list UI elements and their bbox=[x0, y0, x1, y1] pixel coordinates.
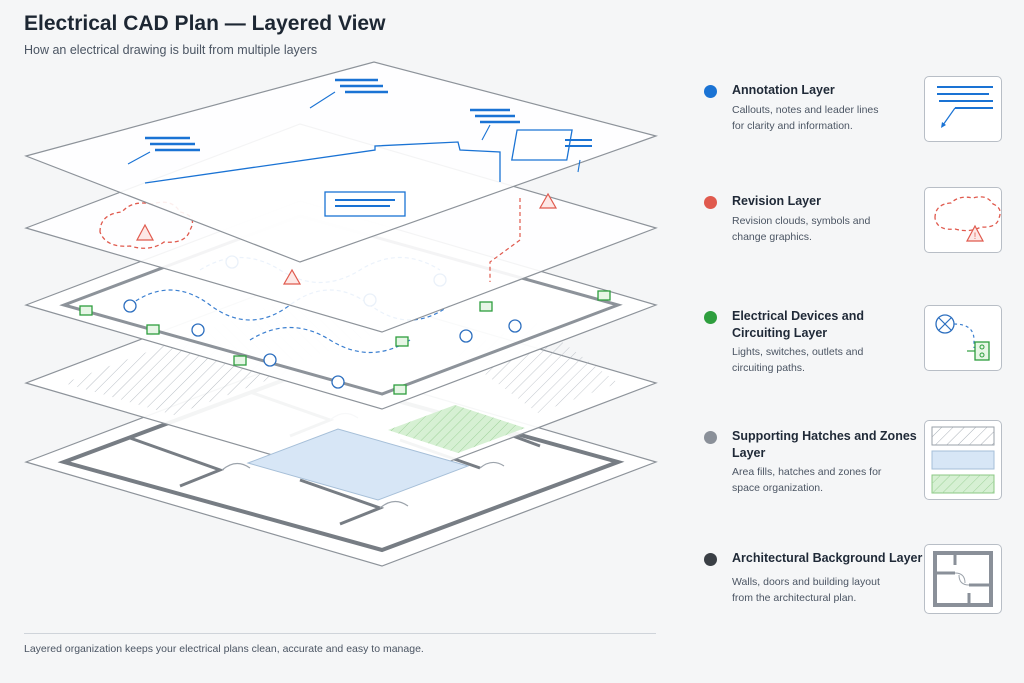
revision-dot bbox=[704, 196, 717, 209]
layer-stack-diagram bbox=[24, 61, 659, 567]
legend-hatches-title: Supporting Hatches and Zones Layer bbox=[732, 429, 917, 460]
footer-note: Layered organization keeps your electric… bbox=[24, 643, 424, 655]
legend-devices-title: Electrical Devices and Circuiting Layer bbox=[732, 309, 865, 340]
hatches-dot bbox=[704, 431, 717, 444]
legend-annotation-title: Annotation Layer bbox=[732, 83, 835, 97]
page-title: Electrical CAD Plan — Layered View bbox=[24, 12, 386, 35]
annotation-layer bbox=[24, 61, 659, 263]
electrical-devices-icon bbox=[924, 305, 1002, 371]
legend-hatches-desc: Area fills, hatches and zones for space … bbox=[732, 466, 882, 494]
hatch-zones-icon bbox=[924, 420, 1002, 500]
devices-dot bbox=[704, 311, 717, 324]
legend-devices-desc: Lights, switches, outlets and circuiting… bbox=[732, 346, 864, 374]
architecture-dot bbox=[704, 553, 717, 566]
footer-divider bbox=[24, 633, 656, 634]
annotation-icon bbox=[924, 76, 1002, 142]
legend-architecture-desc: Walls, doors and building layout from th… bbox=[732, 576, 880, 604]
floor-plan-icon bbox=[924, 544, 1002, 614]
page-subtitle: How an electrical drawing is built from … bbox=[24, 43, 318, 57]
annotation-dot bbox=[704, 85, 717, 98]
legend-revision-title: Revision Layer bbox=[732, 194, 821, 208]
legend-revision-desc: Revision clouds, symbols and change grap… bbox=[732, 215, 871, 243]
legend-architecture-title: Architectural Background Layer bbox=[732, 551, 923, 565]
legend-annotation-desc: Callouts, notes and leader lines for cla… bbox=[732, 104, 879, 132]
svg-text:!: ! bbox=[974, 231, 977, 241]
revision-cloud-icon: ! bbox=[924, 187, 1002, 253]
